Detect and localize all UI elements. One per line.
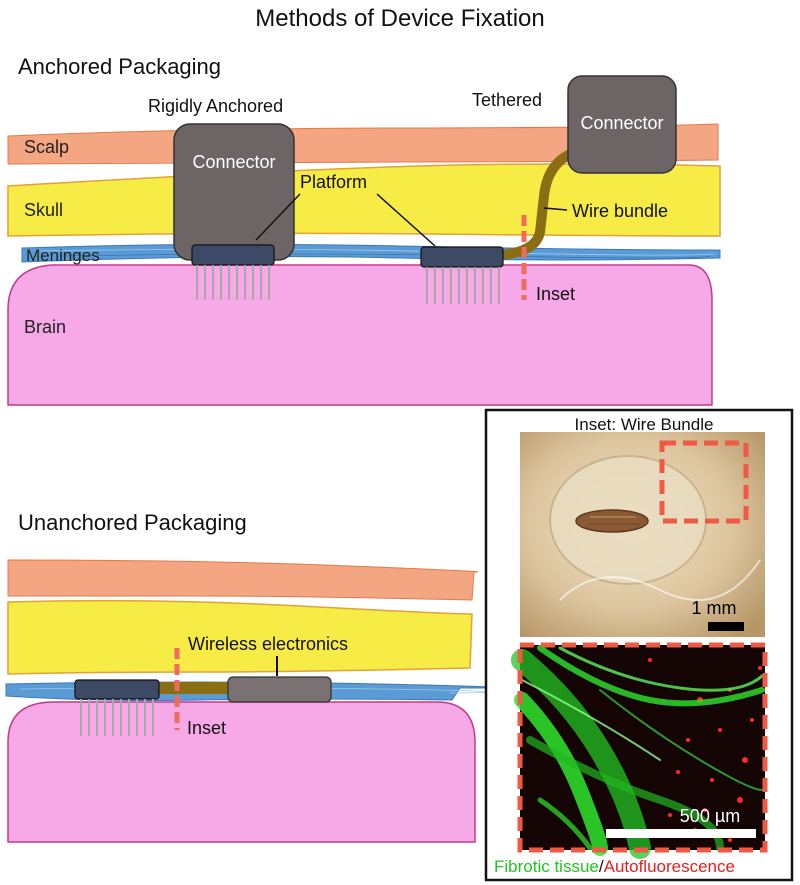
caption-autofluorescence: Autofluorescence xyxy=(604,857,735,876)
wire-bundle-photo: 1 mm xyxy=(520,432,765,637)
fluorescence-image: 500 µm xyxy=(511,642,768,859)
inset-panel: Inset: Wire Bundle 1 mm xyxy=(484,408,794,882)
meninges-label: Meninges xyxy=(26,246,100,265)
wireless-electronics-label: Wireless electronics xyxy=(188,634,348,654)
anchored-heading: Anchored Packaging xyxy=(18,54,221,79)
inset-label-unanchored: Inset xyxy=(187,718,226,738)
wire-bundle-label: Wire bundle xyxy=(572,201,668,221)
rigid-connector xyxy=(173,123,295,261)
photo-wire-bundle xyxy=(575,509,649,533)
wire-bundle xyxy=(495,145,587,260)
scale-label-bottom: 500 µm xyxy=(680,806,740,826)
scale-label-top: 1 mm xyxy=(692,598,737,618)
unanchored-section: Unanchored Packaging Wireless electronic… xyxy=(5,510,497,843)
meninges-layer xyxy=(21,243,721,263)
scalp-label: Scalp xyxy=(24,137,69,157)
tethered-connector-label: Connector xyxy=(580,113,663,133)
anchored-section: Anchored Packaging Scalp Skull Meninges … xyxy=(7,54,721,406)
fibrotic-fibers xyxy=(511,645,765,859)
platform-pointer-right xyxy=(376,193,436,247)
caption-separator: / xyxy=(599,857,604,876)
skull-label: Skull xyxy=(24,200,63,220)
platform-pointer-left xyxy=(255,193,301,241)
rigid-anchored-label: Rigidly Anchored xyxy=(148,96,283,116)
inset-title: Inset: Wire Bundle xyxy=(575,415,714,434)
brain-label: Brain xyxy=(24,317,66,337)
rigid-platform xyxy=(191,244,275,266)
scalp-layer-unanchored xyxy=(7,559,479,601)
wire-bundle-pointer xyxy=(543,207,568,211)
inset-label-anchored: Inset xyxy=(536,284,575,304)
platform-label: Platform xyxy=(300,172,367,192)
photo-zoom-box xyxy=(659,440,749,524)
unanchored-heading: Unanchored Packaging xyxy=(18,510,247,535)
caption-fibrotic: Fibrotic tissue xyxy=(494,857,599,876)
inset-caption: Fibrotic tissue/Autofluorescence xyxy=(494,857,735,876)
skull-layer-unanchored xyxy=(7,599,473,675)
wireless-wire xyxy=(156,682,232,694)
tethered-label: Tethered xyxy=(472,90,542,110)
tethered-electrode-array xyxy=(426,267,500,304)
tethered-platform xyxy=(420,246,504,268)
brain-layer xyxy=(7,264,713,406)
wireless-electronics xyxy=(227,676,332,703)
scale-bar-top xyxy=(708,622,744,631)
figure-title: Methods of Device Fixation xyxy=(255,5,544,32)
unanchored-electrode-array xyxy=(80,699,154,736)
unanchored-platform xyxy=(74,679,160,700)
tethered-connector xyxy=(567,75,677,174)
photo-highlight xyxy=(559,559,761,601)
rigid-electrode-array xyxy=(196,265,270,300)
brain-layer-unanchored xyxy=(7,701,476,843)
fluorescence-zoom-frame xyxy=(517,642,768,853)
rigid-connector-label: Connector xyxy=(192,152,275,172)
scale-bar-bottom xyxy=(606,829,756,838)
